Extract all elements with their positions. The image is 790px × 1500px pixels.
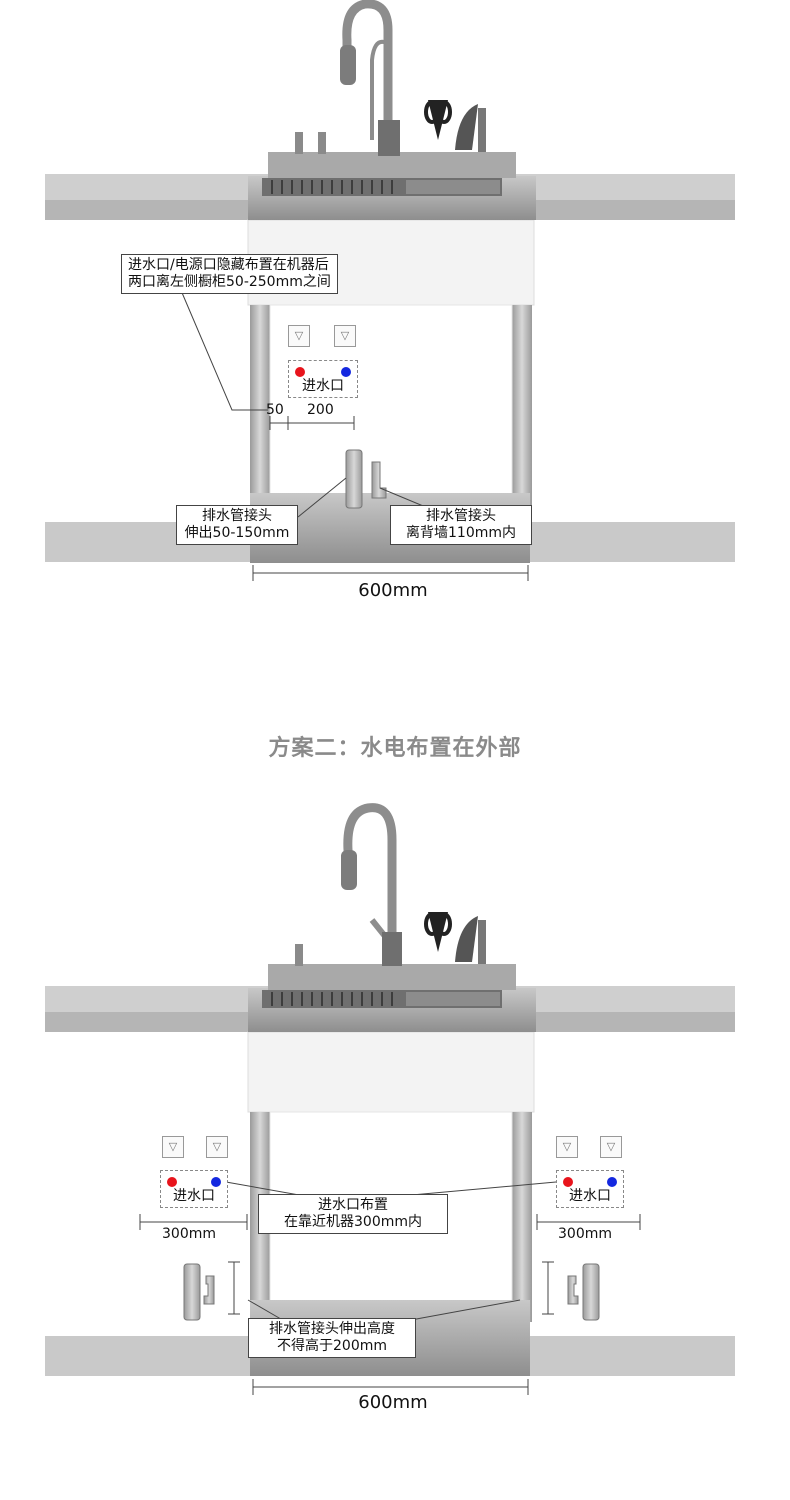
dim-200-label: 200 xyxy=(307,402,334,418)
soap-dispenser-icon xyxy=(295,944,303,966)
hot-water-dot xyxy=(295,367,305,377)
water-inlet-box-right: 进水口 xyxy=(556,1170,624,1208)
socket-icon: ▽ xyxy=(334,325,356,347)
dim-50-label: 50 xyxy=(266,402,284,418)
cold-water-dot xyxy=(341,367,351,377)
width-600-label: 600mm xyxy=(358,580,428,601)
socket-icon: ▽ xyxy=(600,1136,622,1158)
plan-two-illustration xyxy=(45,803,735,1395)
knife-holder-icon xyxy=(424,100,486,152)
socket-icon: ▽ xyxy=(556,1136,578,1158)
plan-two-title: 方案二：水电布置在外部 xyxy=(268,736,522,761)
socket-icon: ▽ xyxy=(206,1136,228,1158)
sink-backsplash xyxy=(268,152,516,178)
soap-dispenser-icon xyxy=(295,132,303,154)
dim-right-300-label: 300mm xyxy=(558,1226,612,1242)
drain-extension-callout: 排水管接头 伸出50-150mm xyxy=(176,505,298,545)
drain-distance-callout: 排水管接头 离背墙110mm内 xyxy=(390,505,532,545)
drain-pipe-icon xyxy=(183,1263,600,1321)
dim-left-300-label: 300mm xyxy=(162,1226,216,1242)
plan-one-illustration xyxy=(45,0,735,581)
knife-holder-icon xyxy=(424,912,486,964)
right-leg xyxy=(512,305,532,515)
plan-one-diagram: 进水口/电源口隐藏布置在机器后 两口离左侧橱柜50-250mm之间 ▽ ▽ 进水… xyxy=(0,0,790,640)
hot-water-dot xyxy=(563,1177,573,1187)
drain-height-callout: 排水管接头伸出高度 不得高于200mm xyxy=(248,1318,416,1358)
right-leg xyxy=(512,1112,532,1322)
faucet-icon xyxy=(342,0,393,150)
plan-two-diagram: 方案二：水电布置在外部 xyxy=(0,700,790,1500)
cold-water-dot xyxy=(607,1177,617,1187)
inlet-position-callout: 进水口/电源口隐藏布置在机器后 两口离左侧橱柜50-250mm之间 xyxy=(121,254,338,294)
socket-icon: ▽ xyxy=(288,325,310,347)
cold-water-dot xyxy=(211,1177,221,1187)
water-inlet-box-left: 进水口 xyxy=(160,1170,228,1208)
socket-icon: ▽ xyxy=(162,1136,184,1158)
sink-backsplash xyxy=(268,964,516,990)
inlet-distance-callout: 进水口布置 在靠近机器300mm内 xyxy=(258,1194,448,1234)
water-inlet-box: 进水口 xyxy=(288,360,358,398)
hot-water-dot xyxy=(167,1177,177,1187)
width-600-label: 600mm xyxy=(358,1392,428,1413)
